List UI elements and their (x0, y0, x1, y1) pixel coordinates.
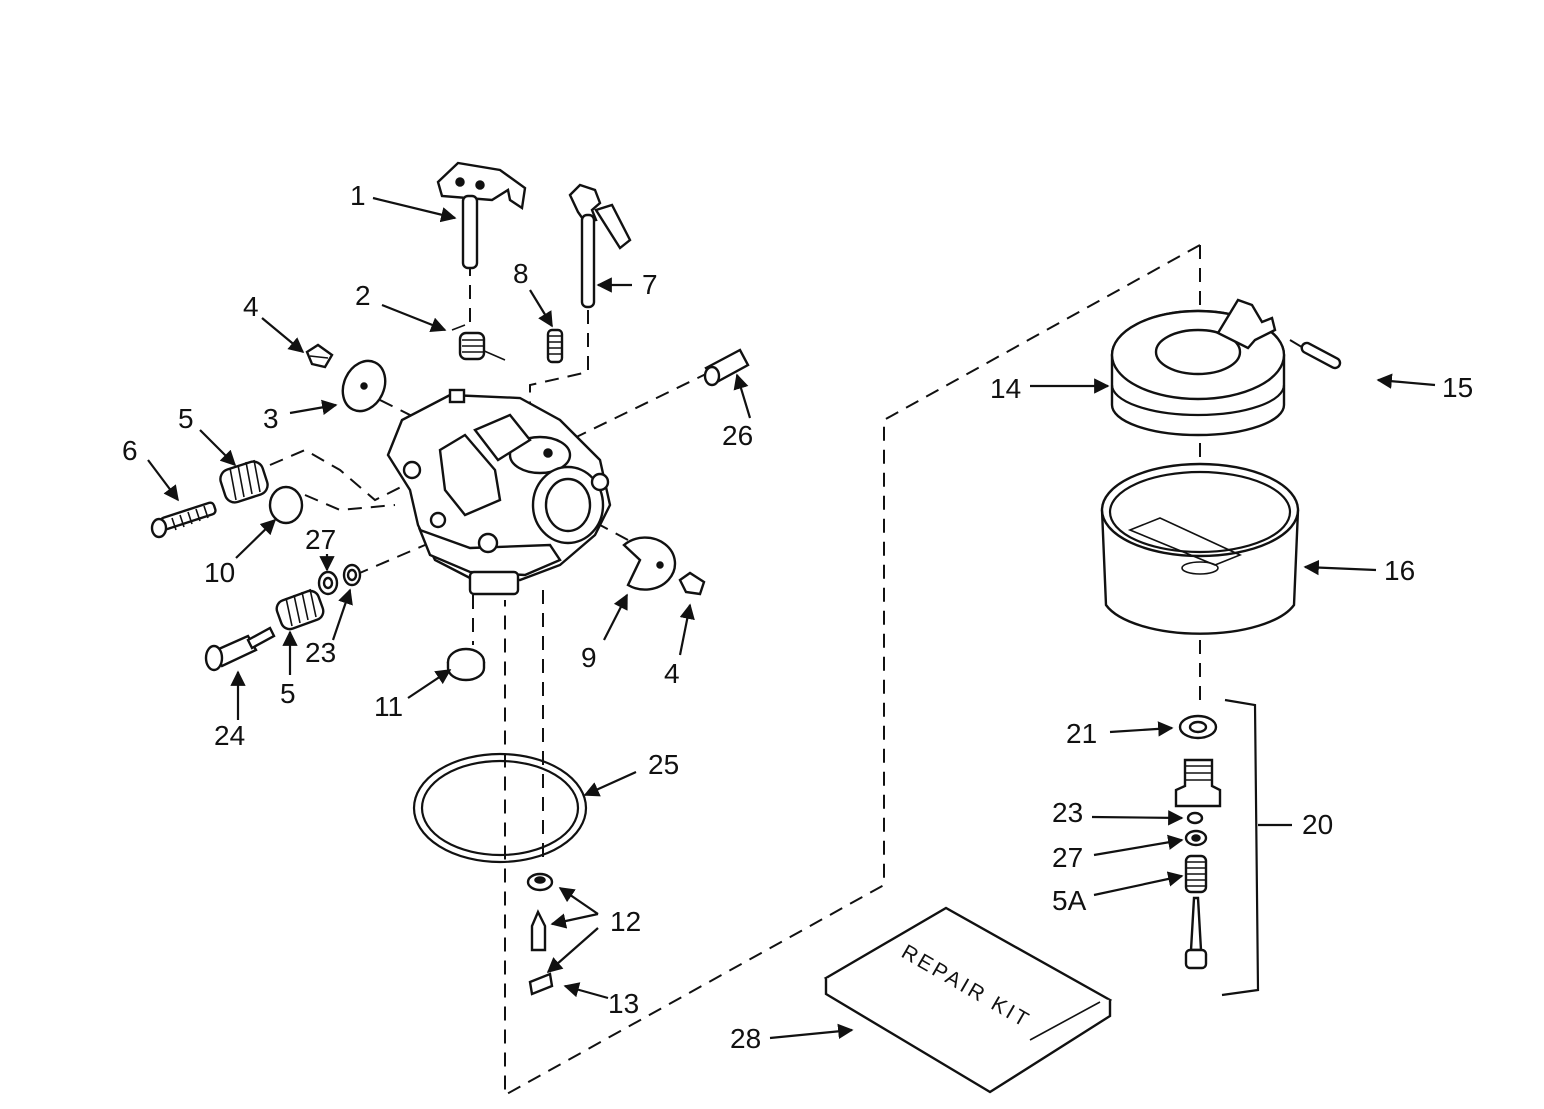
callout-10: 10 (204, 557, 235, 588)
callout-20: 20 (1302, 809, 1333, 840)
callout-1: 1 (350, 180, 366, 211)
callout-23-left: 23 (305, 637, 336, 668)
choke-shaft (568, 183, 632, 309)
callout-21: 21 (1066, 718, 1097, 749)
callout-16: 16 (1384, 555, 1415, 586)
repair-kit: REPAIR KIT (823, 906, 1113, 1094)
throttle-plate (341, 359, 387, 413)
callout-5A: 5A (1052, 885, 1087, 916)
callout-15: 15 (1442, 372, 1473, 403)
callout-11: 11 (374, 691, 403, 722)
callout-14: 14 (990, 373, 1021, 404)
screw-upper (305, 343, 334, 369)
callout-25: 25 (648, 749, 679, 780)
fuel-fitting (703, 348, 750, 387)
callout-labels: 1 2 3 4 5 6 7 8 26 10 27 23 5 24 9 4 11 … (122, 180, 1473, 1054)
choke-plate (622, 536, 677, 591)
callout-5-upper: 5 (178, 403, 194, 434)
main-needle (204, 626, 276, 672)
callout-24: 24 (214, 720, 245, 751)
callout-13: 13 (608, 988, 639, 1019)
bowl-plug (446, 647, 486, 682)
callout-12: 12 (610, 906, 641, 937)
callout-9: 9 (581, 642, 597, 673)
callout-28: 28 (730, 1023, 761, 1054)
bowl-gasket (412, 752, 588, 864)
callout-4-lower: 4 (664, 658, 680, 689)
adjusting-needle-assembly (1174, 714, 1222, 970)
throttle-spring (451, 324, 506, 361)
callout-4-upper: 4 (243, 291, 259, 322)
needle-seat (526, 872, 554, 892)
callout-27-right: 27 (1052, 842, 1083, 873)
callout-7: 7 (642, 269, 658, 300)
inlet-needle (530, 909, 547, 952)
needle-clip (528, 972, 554, 996)
idle-spring (219, 459, 269, 504)
throttle-shaft (436, 161, 527, 270)
washers-left (317, 563, 362, 596)
callout-8: 8 (513, 258, 529, 289)
small-spring (546, 328, 564, 364)
hinge-pin (1300, 341, 1342, 370)
welch-plug (268, 485, 304, 525)
callout-5-lower: 5 (280, 678, 296, 709)
main-spring (275, 588, 325, 631)
callout-26: 26 (722, 420, 753, 451)
leader-arrows (147, 196, 1436, 1040)
screw-lower (678, 571, 706, 596)
callout-3: 3 (263, 403, 279, 434)
assembly-guide-lines (269, 244, 1321, 1097)
callout-6: 6 (122, 435, 138, 466)
carburetor-body (386, 388, 612, 596)
idle-screw (150, 501, 217, 539)
callout-23-right: 23 (1052, 797, 1083, 828)
callout-27-left: 27 (305, 524, 336, 555)
bracket-20 (1221, 698, 1292, 997)
float-bowl (1100, 462, 1300, 635)
callout-2: 2 (355, 280, 371, 311)
float (1110, 298, 1286, 437)
